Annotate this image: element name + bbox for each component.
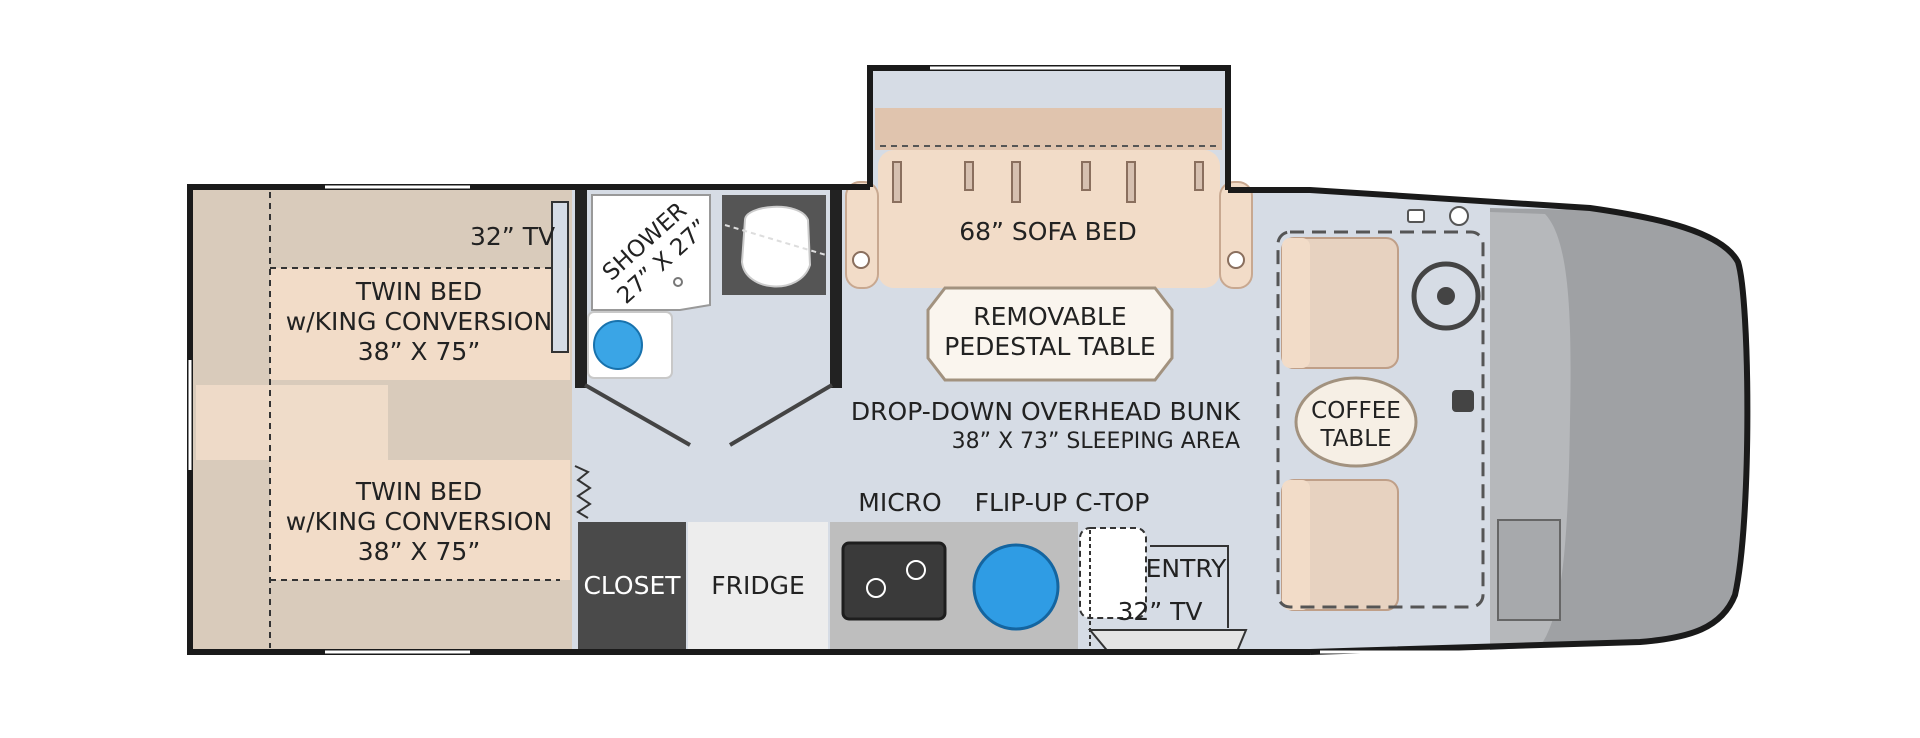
wardrobe-zigzag: [574, 465, 592, 519]
galley-sink-icon: [972, 543, 1060, 631]
entry-step-outline: [1150, 545, 1229, 628]
toilet-icon: [740, 205, 812, 288]
fridge: [688, 522, 828, 650]
shower-stall: [591, 194, 711, 311]
twin-bed-bottom-line1: TWIN BED: [355, 477, 482, 506]
bathroom-wall: [575, 188, 587, 388]
cab-swivel-dashed: [1276, 230, 1485, 609]
bed-mid-cushion-left: [196, 385, 268, 460]
pedestal-table: [926, 286, 1174, 382]
bath-door-right: [728, 383, 834, 447]
pedestal-table-line1: REMOVABLE: [973, 302, 1126, 331]
steering-hub: [1437, 287, 1455, 305]
dash-knob-1: [1407, 209, 1425, 223]
twin-bed-bottom-line3: 38” X 75”: [358, 537, 481, 566]
bunk-label-line1: DROP-DOWN OVERHEAD BUNK: [851, 397, 1241, 426]
bath-door-left: [584, 383, 691, 447]
coffee-table-line2: TABLE: [1319, 426, 1391, 452]
dash-knob-2: [1449, 206, 1469, 226]
entry-label: ENTRY: [1146, 554, 1228, 583]
coffee-table: [1294, 376, 1418, 468]
sofa-arm-right: [1219, 181, 1253, 289]
sofa-arm-left: [845, 181, 879, 289]
twin-bed-bottom: [270, 460, 570, 580]
bunk-label-line2: 38” X 73” SLEEPING AREA: [952, 429, 1240, 454]
sofa-back: [875, 108, 1222, 150]
entry-tv-label: 32” TV: [1117, 597, 1202, 626]
stove-burner-1: [866, 578, 886, 598]
closet: [578, 522, 686, 650]
bathroom-wall-right: [830, 188, 842, 388]
closet-label: CLOSET: [583, 571, 681, 600]
twin-bed-top-line2: w/KING CONVERSION: [286, 307, 552, 336]
micro-label: MICRO: [858, 488, 941, 517]
gear-shift-icon: [1452, 390, 1474, 412]
shower-drain-icon: [673, 277, 683, 287]
pedestal-table-line2: PEDESTAL TABLE: [944, 332, 1155, 361]
coffee-table-line1: COFFEE: [1311, 398, 1401, 424]
twin-bed-top-line3: 38” X 75”: [358, 337, 481, 366]
sofa-bed-label: 68” SOFA BED: [959, 217, 1137, 246]
sofa-cup-left: [852, 251, 870, 269]
stove-burner-2: [906, 560, 926, 580]
fridge-label: FRIDGE: [711, 571, 805, 600]
bed-mid-cushion-right: [268, 385, 388, 460]
sofa-seatbelt-icons: [892, 161, 1204, 203]
flip-up-label: FLIP-UP C-TOP: [975, 488, 1150, 517]
exterior-wall-nose: [1228, 187, 1751, 655]
sofa-cup-right: [1227, 251, 1245, 269]
rear-tv-frame: [551, 201, 569, 353]
cab-seat-passenger-back: [1282, 238, 1310, 368]
cab-seat-driver-back: [1282, 480, 1310, 610]
bath-sink-icon: [593, 320, 643, 370]
twin-bed-top: [270, 268, 570, 380]
flip-up-counter: [1079, 527, 1147, 619]
stove-icon: [841, 541, 947, 621]
twin-bed-bottom-line2: w/KING CONVERSION: [286, 507, 552, 536]
rear-tv-label: 32” TV: [470, 222, 555, 251]
steering-wheel-icon: [1411, 261, 1481, 331]
twin-bed-top-line1: TWIN BED: [355, 277, 482, 306]
cab-step: [1497, 519, 1561, 621]
